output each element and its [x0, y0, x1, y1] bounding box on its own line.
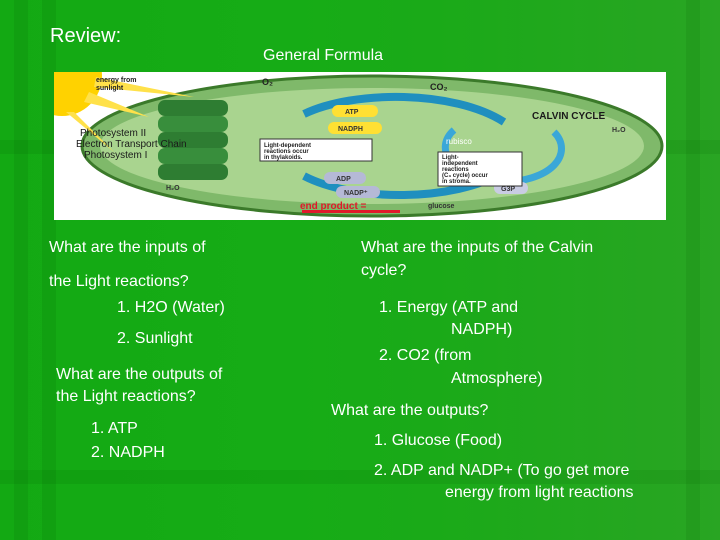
left-question-inputs: What are the inputs of [49, 239, 206, 256]
photosynthesis-diagram: energy from sunlight O₂ CO₂ ATP NADPH CA… [54, 72, 666, 220]
cycle-arrow [302, 92, 507, 126]
light-independent-text: Light- [442, 155, 459, 161]
rubisco-label: rubisco [446, 137, 472, 146]
left-output-item: 1. ATP [91, 420, 138, 437]
sun-icon [54, 72, 194, 152]
h2o-left-label: H₂O [166, 185, 180, 192]
light-dependent-text: Light-dependent [264, 143, 311, 149]
adp-label: ADP [336, 176, 351, 183]
h2o-right-label: H₂O [612, 127, 626, 134]
right-question-inputs: cycle? [361, 262, 407, 279]
formula-heading: General Formula [263, 47, 384, 64]
right-question-inputs: What are the inputs of the Calvin [361, 239, 594, 256]
atp-pill [332, 105, 378, 117]
left-input-item: 1. H2O (Water) [117, 299, 225, 316]
nadph-pill [328, 122, 382, 134]
left-input-item: 2. Sunlight [117, 330, 193, 347]
photosystem-label: Photosystem I [84, 150, 147, 161]
background-stripe [686, 0, 700, 540]
right-question-outputs: What are the outputs? [331, 402, 489, 419]
light-independent-text: reactions [442, 167, 469, 173]
background-stripe [42, 0, 56, 540]
energy-label: energy from [96, 77, 136, 84]
calvin-cycle-label: CALVIN CYCLE [532, 111, 605, 122]
light-dependent-text: reactions occur [264, 149, 309, 155]
right-input-item: 1. Energy (ATP and [379, 299, 519, 316]
slide-title: Review: [50, 25, 122, 47]
left-question-outputs: the Light reactions? [56, 388, 196, 405]
adp-pill [324, 172, 366, 184]
light-dependent-text: in thylakoids. [264, 155, 303, 161]
atp-label: ATP [345, 109, 359, 116]
left-question-inputs: the Light reactions? [49, 273, 189, 290]
background-band [0, 470, 720, 484]
right-output-item: energy from light reactions [445, 484, 634, 501]
right-input-item: NADPH) [451, 321, 513, 338]
right-input-item: 2. CO2 (from [379, 347, 472, 364]
left-output-item: 2. NADPH [91, 444, 165, 461]
photosystem-label: Photosystem II [80, 128, 146, 139]
light-independent-text: independent [442, 161, 478, 167]
glucose-label: glucose [428, 203, 455, 210]
right-output-item: 1. Glucose (Food) [374, 432, 503, 449]
co2-label: CO₂ [430, 82, 448, 92]
o2-label: O₂ [262, 77, 273, 87]
end-product-underline [302, 210, 400, 213]
end-product-label: end product = [300, 201, 367, 212]
right-input-item: Atmosphere) [451, 370, 543, 387]
nadp-label: NADP⁺ [344, 190, 368, 197]
nadp-pill [336, 186, 380, 198]
background-stripe [14, 0, 28, 540]
light-independent-text: (C₃ cycle) occur [442, 173, 488, 179]
light-independent-box [437, 151, 523, 187]
g3p-label: G3P [501, 186, 515, 193]
left-question-outputs: What are the outputs of [56, 366, 223, 383]
right-output-item: 2. ADP and NADP+ (To go get more [374, 462, 630, 479]
thylakoid-stack [158, 100, 228, 180]
electron-transport-label: Electron Transport Chain [76, 139, 187, 150]
nadph-label: NADPH [338, 126, 363, 133]
light-independent-text: in stroma. [442, 179, 471, 185]
energy-label: sunlight [96, 85, 124, 92]
light-dependent-box [259, 138, 373, 162]
